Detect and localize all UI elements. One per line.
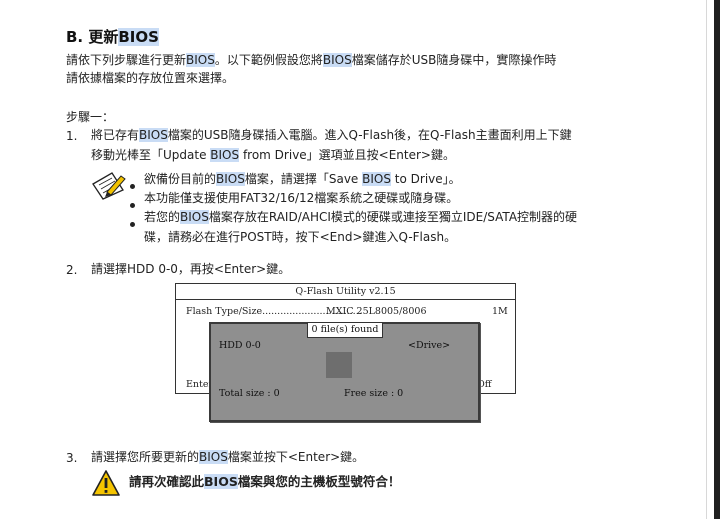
- step3-text-part: 請選擇您所要更新的: [91, 450, 200, 464]
- note-3-line-1: 若您的BIOS檔案存放在RAID/AHCI模式的硬碟或連接至獨立IDE/SATA…: [144, 207, 577, 227]
- section-title: B. 更新BIOS: [66, 26, 159, 47]
- intro-line-2: 請依據檔案的存放位置來選擇。: [66, 71, 235, 85]
- bullet-dot: [130, 197, 135, 211]
- step2-number: 2.: [66, 263, 78, 277]
- step1-text: 檔案的USB隨身碟插入電腦。進入Q-Flash後，在Q-Flash主畫面利用上下…: [167, 128, 572, 142]
- free-size: Free size : 0: [344, 388, 404, 399]
- step1-line-2: 移動光棒至「Update BIOS from Drive」選項並且按<Enter…: [91, 145, 455, 165]
- step1-line-1: 將已存有BIOS檔案的USB隨身碟插入電腦。進入Q-Flash後，在Q-Flas…: [91, 125, 572, 145]
- note-bios-highlight: BIOS: [362, 172, 391, 186]
- note-bios-highlight: BIOS: [216, 172, 245, 186]
- drive-name[interactable]: HDD 0-0: [219, 340, 261, 351]
- intro-bios-highlight: BIOS: [322, 53, 352, 67]
- qflash-title: Q-Flash Utility v2.15: [176, 285, 515, 300]
- viewer-scrollbar[interactable]: [714, 0, 720, 519]
- note-text: to Drive」。: [390, 172, 461, 186]
- bullet-dot: [130, 178, 135, 192]
- step1-text: from Drive」選項並且按<Enter>鍵。: [239, 148, 455, 162]
- partial-off-text: Off: [477, 379, 492, 390]
- step3-text: 請選擇您所要更新的BIOS檔案並按下<Enter>鍵。: [91, 447, 364, 467]
- note-bios-highlight: BIOS: [180, 210, 209, 224]
- selection-cursor-block: [326, 352, 352, 378]
- dialog-title: 0 file(s) found: [307, 322, 383, 338]
- intro-text: 請依下列步驟進行更新: [66, 53, 187, 67]
- step3-number: 3.: [66, 451, 78, 465]
- section-title-highlight: BIOS: [118, 28, 159, 46]
- bullet-dot: [130, 216, 135, 230]
- step3-bios-highlight: BIOS: [199, 450, 228, 464]
- note-text: 檔案存放在RAID/AHCI模式的硬碟或連接至獨立IDE/SATA控制器的硬: [208, 210, 578, 224]
- note-text: 欲備份目前的: [144, 172, 217, 186]
- warning-triangle-icon: [91, 469, 121, 497]
- note-3-line-2: 碟，請務必在進行POST時，按下<End>鍵進入Q-Flash。: [144, 230, 457, 244]
- note-1: 欲備份目前的BIOS檔案，請選擇「Save BIOS to Drive」。: [144, 169, 461, 189]
- intro-bios-highlight: BIOS: [186, 53, 215, 67]
- page-edge-line: [706, 0, 707, 519]
- total-size: Total size : 0: [219, 388, 280, 399]
- flash-type-value: MXIC 25L8005/8006: [326, 306, 427, 317]
- warning-text-part: 檔案與您的主機板型號符合！: [237, 474, 401, 489]
- note-text: 檔案，請選擇「Save: [244, 172, 363, 186]
- note-pencil-icon: [90, 170, 126, 200]
- step1-text: 將已存有: [91, 128, 140, 142]
- intro-text: 。以下範例假設您將: [214, 53, 323, 67]
- step1-text: 移動光棒至「Update: [91, 148, 211, 162]
- step2-text: 請選擇HDD 0-0，再按<Enter>鍵。: [91, 262, 291, 276]
- step3-text-part: 檔案並按下<Enter>鍵。: [227, 450, 365, 464]
- note-2: 本功能僅支援使用FAT32/16/12檔案系統之硬碟或隨身碟。: [144, 191, 459, 205]
- warning-bios-highlight: BIOS: [204, 474, 238, 489]
- step1-number: 1.: [66, 129, 78, 143]
- flash-size-value: 1M: [492, 306, 508, 317]
- step1-bios-highlight: BIOS: [210, 148, 240, 162]
- step1-bios-highlight: BIOS: [139, 128, 168, 142]
- note-text: 若您的: [144, 210, 181, 224]
- step1-heading: 步驟一：: [66, 110, 115, 124]
- intro-line-1: 請依下列步驟進行更新BIOS。以下範例假設您將BIOS檔案儲存於USB隨身碟中，…: [66, 50, 556, 70]
- flash-type-label: Flash Type/Size.........................…: [186, 306, 362, 317]
- warning-text-part: 請再次確認此: [129, 474, 205, 489]
- drive-tag: <Drive>: [408, 340, 451, 351]
- intro-text: 檔案儲存於USB隨身碟中，實際操作時: [351, 53, 557, 67]
- warning-text: 請再次確認此BIOS檔案與您的主機板型號符合！: [129, 472, 400, 492]
- partial-enter-text: Enter: [186, 379, 214, 390]
- section-title-prefix: B. 更新: [66, 28, 119, 46]
